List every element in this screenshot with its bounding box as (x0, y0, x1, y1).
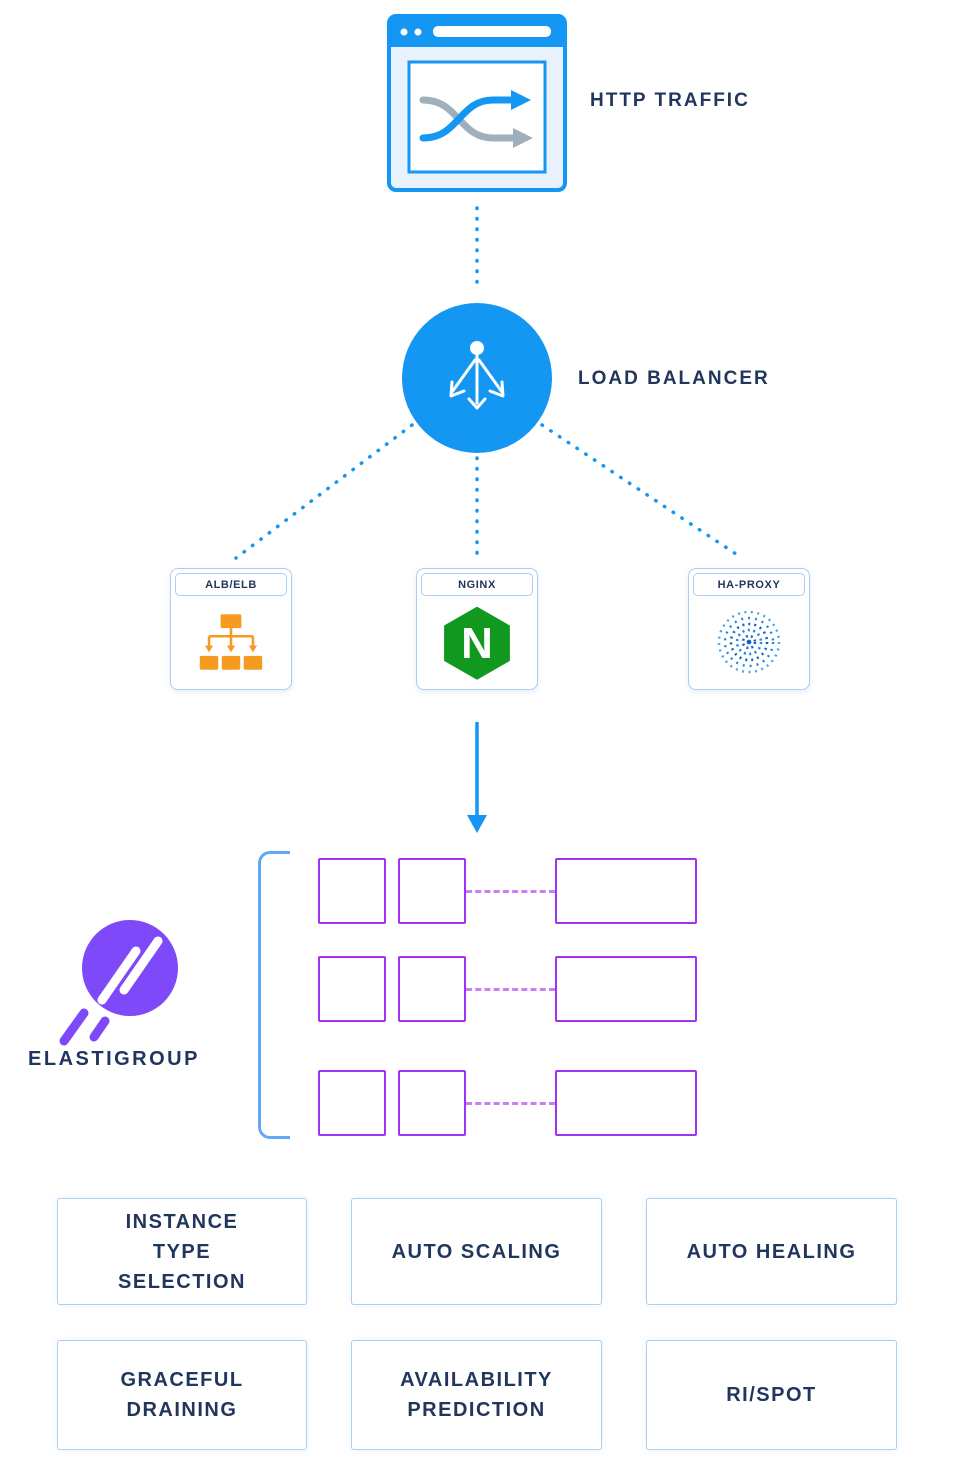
feature-box-graceful-draining: GRACEFUL DRAINING (57, 1340, 307, 1450)
alb-elb-icon (171, 598, 291, 685)
balancer-label: NGINX (458, 578, 496, 591)
feature-box-ri-spot: RI/SPOT (646, 1340, 897, 1450)
http-traffic-node (387, 14, 567, 192)
instance-box (398, 1070, 466, 1136)
elastigroup-bracket (258, 851, 290, 1139)
nginx-letter: N (461, 618, 493, 667)
feature-label: AUTO HEALING (686, 1240, 857, 1263)
instance-row (318, 1070, 698, 1136)
instance-box-wide (555, 956, 697, 1022)
feature-box-availability-prediction: AVAILABILITY PREDICTION (351, 1340, 602, 1450)
haproxy-icon (689, 598, 809, 685)
browser-shuffle-icon (387, 14, 567, 192)
feature-box-auto-scaling: AUTO SCALING (351, 1198, 602, 1305)
branch-arrows-icon (449, 341, 505, 410)
feature-label: GRACEFUL DRAINING (120, 1369, 244, 1421)
feature-label: RI/SPOT (726, 1384, 817, 1406)
dotted-line-lb-to-alb (234, 423, 414, 560)
load-balancer-label: LOAD BALANCER (578, 368, 770, 389)
balancer-box-nginx: NGINX N (416, 568, 538, 690)
balancer-label: ALB/ELB (205, 578, 257, 591)
balancer-box-haproxy: HA-PROXY (688, 568, 810, 690)
http-traffic-label: HTTP TRAFFIC (590, 90, 750, 111)
instance-box (318, 956, 386, 1022)
feature-box-instance-type-selection: INSTANCE TYPE SELECTION (57, 1198, 307, 1305)
instance-box (318, 1070, 386, 1136)
instance-box (398, 858, 466, 924)
instance-row (318, 956, 698, 1022)
elastigroup-logo (42, 908, 207, 1053)
arrowhead-down (467, 815, 487, 833)
instance-dashed-link (466, 987, 555, 991)
balancer-tab: NGINX (421, 573, 533, 596)
instance-row (318, 858, 698, 924)
instance-box-wide (555, 1070, 697, 1136)
feature-label: AVAILABILITY PREDICTION (400, 1369, 553, 1421)
dotted-line-lb-to-haproxy (540, 423, 744, 560)
elastigroup-label: ELASTIGROUP (28, 1048, 200, 1070)
nginx-icon: N (417, 598, 537, 685)
instance-box-wide (555, 858, 697, 924)
load-balancer-node (402, 303, 552, 453)
feature-label: INSTANCE TYPE SELECTION (118, 1210, 246, 1293)
feature-label: AUTO SCALING (391, 1240, 562, 1263)
balancer-box-alb-elb: ALB/ELB (170, 568, 292, 690)
balancer-tab: HA-PROXY (693, 573, 805, 596)
instance-dashed-link (466, 889, 555, 893)
instance-box (318, 858, 386, 924)
comet-circle-logo (59, 920, 178, 1046)
balancer-tab: ALB/ELB (175, 573, 287, 596)
balancer-label: HA-PROXY (717, 578, 781, 591)
instance-box (398, 956, 466, 1022)
instance-dashed-link (466, 1101, 555, 1105)
feature-box-auto-healing: AUTO HEALING (646, 1198, 897, 1305)
